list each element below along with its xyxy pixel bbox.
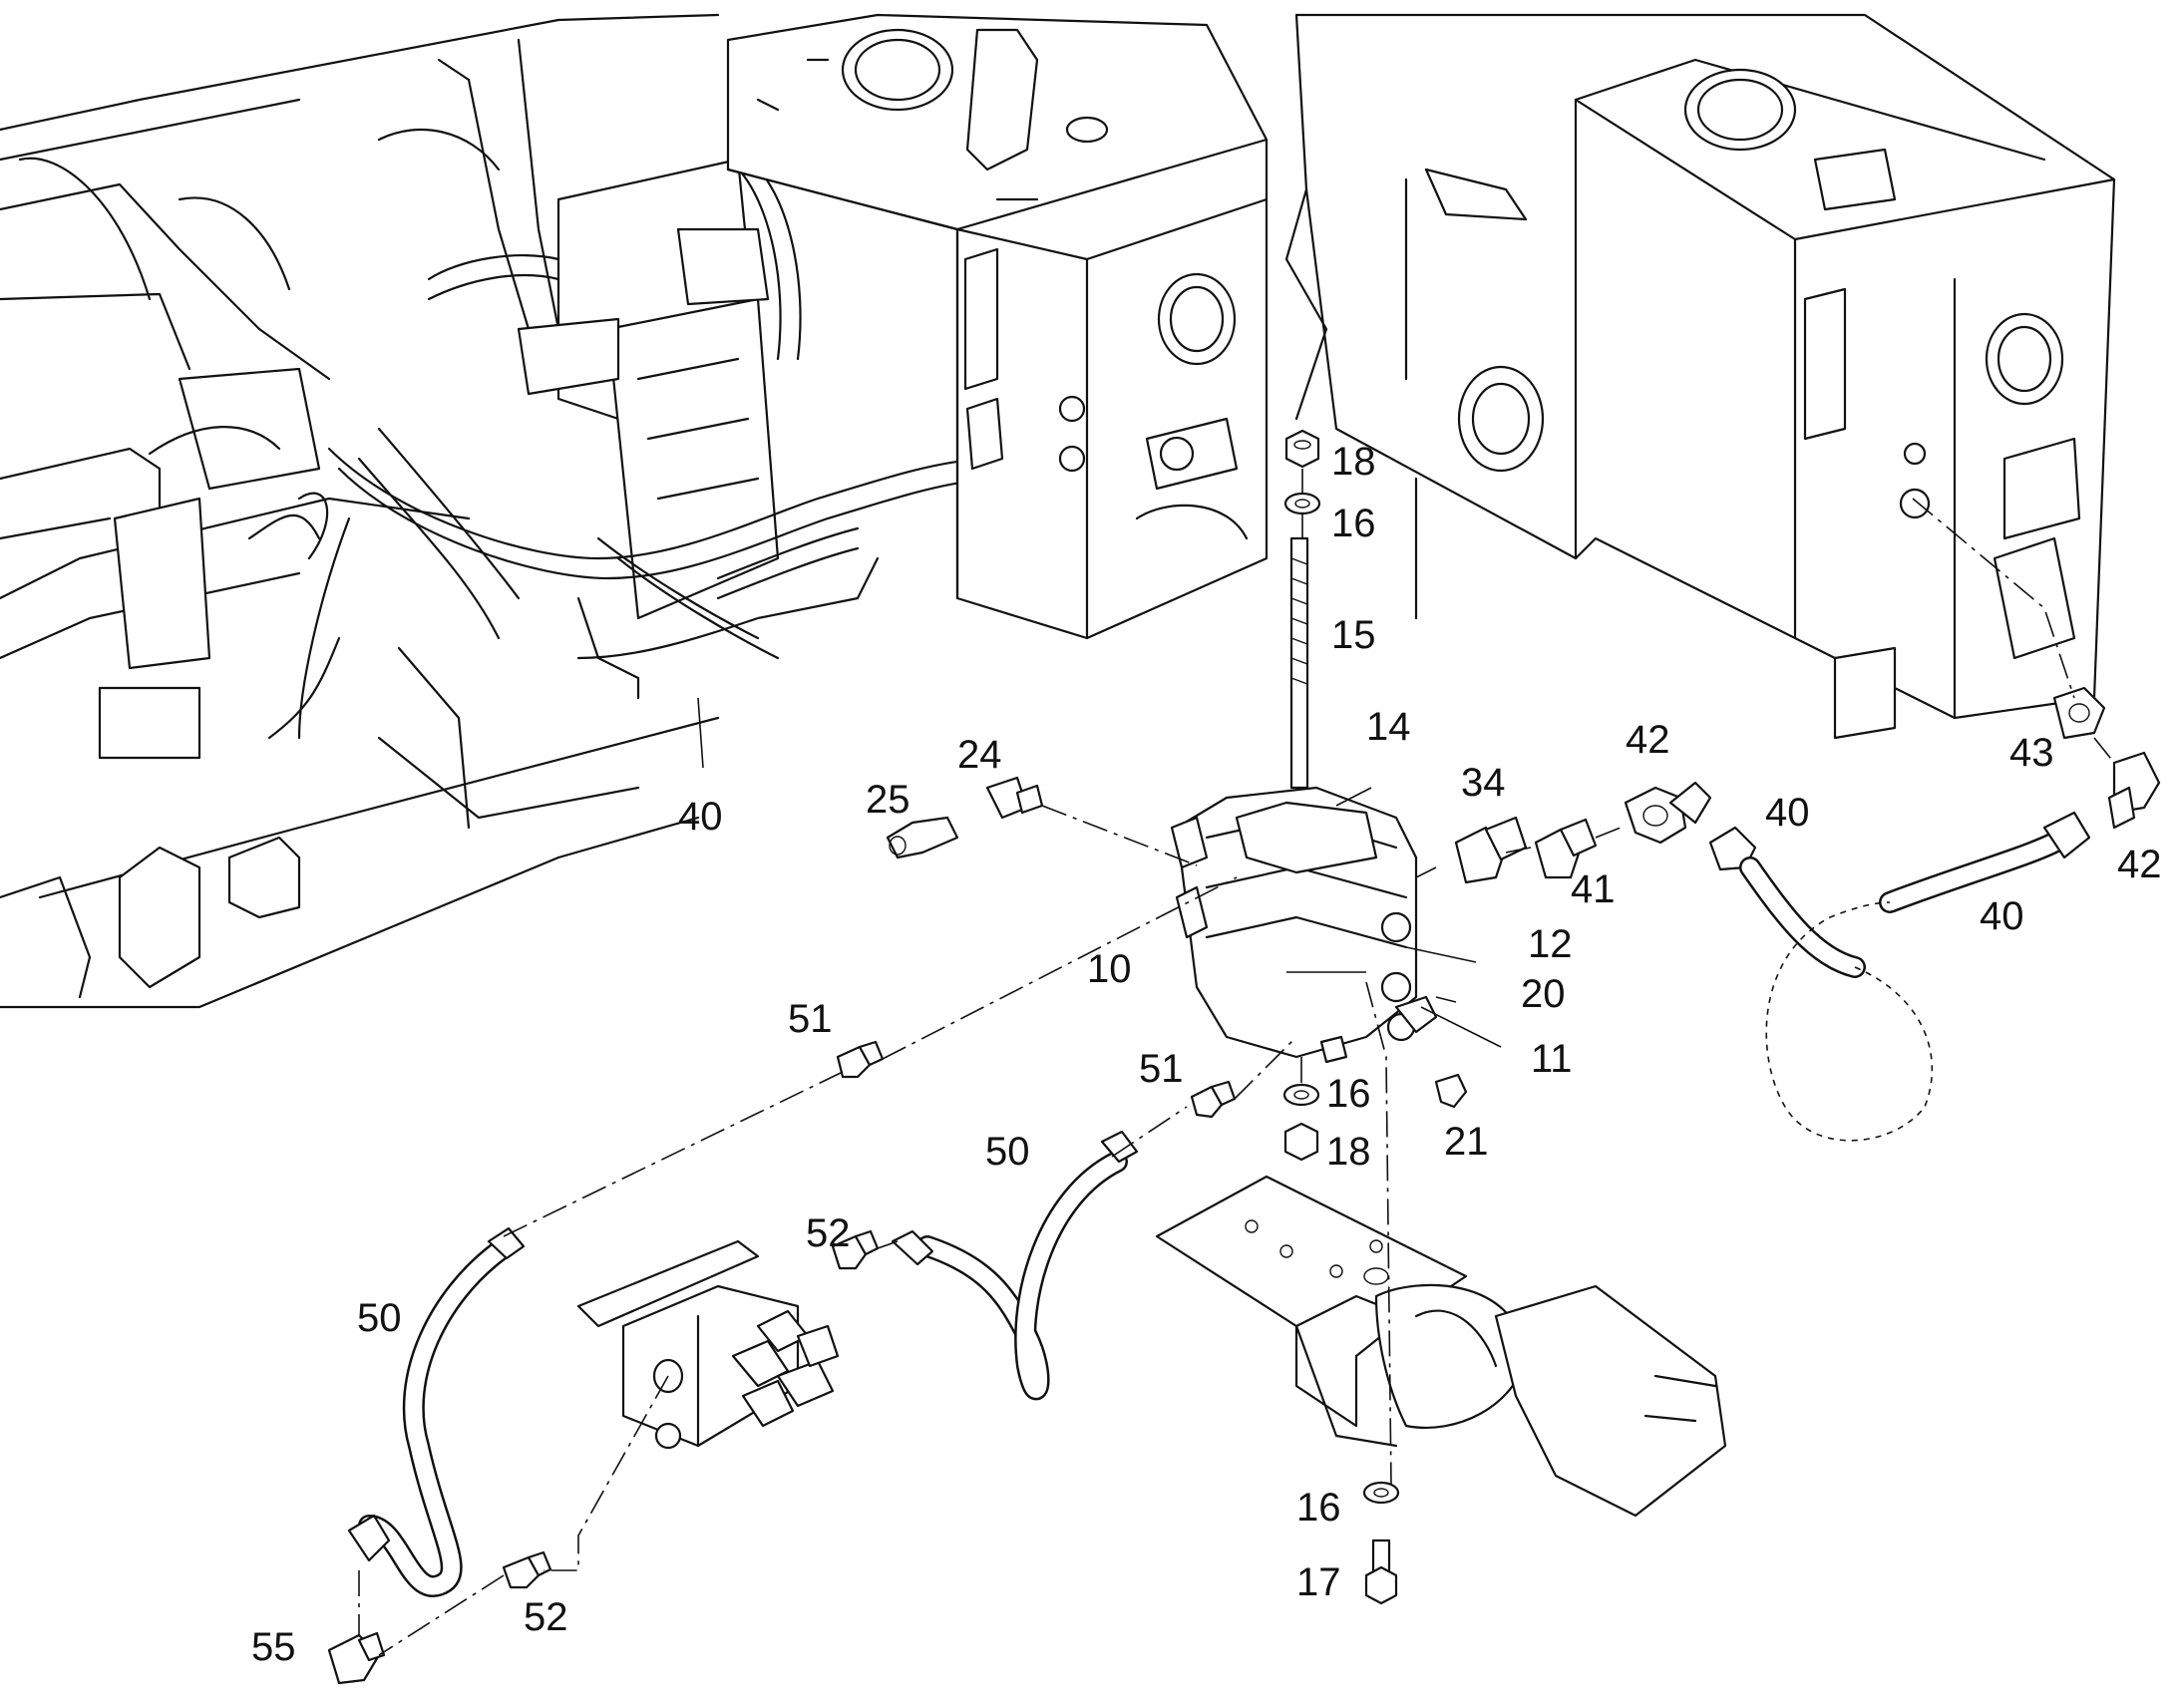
washer-16-bottom <box>1362 1481 1400 1505</box>
fitting-43 <box>2052 686 2106 740</box>
assembly-center-lines <box>358 469 2115 1656</box>
leader-lines <box>697 697 1502 1048</box>
fitting-52-lower <box>502 1550 552 1589</box>
fitting-41 <box>1534 818 1598 879</box>
fitting-51-right <box>1190 1080 1237 1119</box>
callout-11: 11 <box>1531 1037 1573 1081</box>
hose-50-right <box>891 1130 1139 1401</box>
callout-25: 25 <box>866 778 910 822</box>
solenoid-valve-block <box>576 1239 840 1450</box>
bolt-17 <box>1364 1538 1398 1605</box>
control-valve-cluster <box>427 158 880 660</box>
callout-24: 24 <box>957 733 1002 777</box>
callout-16-mid: 16 <box>1326 1072 1371 1116</box>
callout-55: 55 <box>251 1625 296 1669</box>
machine-frame-left <box>0 13 720 1009</box>
fitting-34 <box>1454 816 1528 884</box>
hose-50-left <box>347 1226 526 1597</box>
callout-20: 20 <box>1521 972 1566 1016</box>
callout-50-right: 50 <box>985 1130 1030 1174</box>
nut-18-top <box>1284 429 1320 469</box>
fitting-52-upper <box>831 1229 880 1270</box>
callout-51-left: 51 <box>788 997 833 1041</box>
callout-12: 12 <box>1528 922 1573 966</box>
callout-14: 14 <box>1366 705 1411 749</box>
tee-55 <box>327 1631 386 1685</box>
callout-15: 15 <box>1331 613 1376 657</box>
fitting-21 <box>1434 1073 1468 1109</box>
fitting-24 <box>985 776 1044 820</box>
callout-18-bottom: 18 <box>1326 1130 1371 1174</box>
hydraulic-tank-left <box>726 13 1269 640</box>
mounting-bracket <box>1155 1175 1727 1518</box>
callout-51-right: 51 <box>1139 1047 1184 1091</box>
callout-16-top: 16 <box>1331 502 1376 545</box>
callout-17: 17 <box>1296 1560 1341 1604</box>
hose-40-right <box>1708 811 2091 1142</box>
elbow-42-left <box>1624 781 1712 845</box>
callout-52-upper: 52 <box>806 1211 851 1255</box>
callout-52-lower: 52 <box>524 1595 568 1639</box>
callout-18-top: 18 <box>1331 440 1376 484</box>
washer-16-mid <box>1282 1083 1320 1107</box>
callout-10: 10 <box>1087 947 1132 991</box>
callout-41: 41 <box>1571 867 1616 911</box>
callout-40-right: 40 <box>1765 791 1810 835</box>
callout-21: 21 <box>1444 1120 1489 1164</box>
callout-34: 34 <box>1461 761 1506 805</box>
fitting-25 <box>886 816 959 859</box>
nut-18-bottom <box>1283 1122 1319 1162</box>
callout-42-right: 42 <box>2117 843 2162 886</box>
callout-42-left: 42 <box>1626 718 1670 762</box>
callout-labels: 18 16 15 14 34 42 43 40 40 42 40 24 25 4… <box>251 440 2162 1669</box>
callout-50-left: 50 <box>357 1296 402 1340</box>
callout-40-upper: 40 <box>678 795 723 839</box>
washer-16-top <box>1283 492 1321 515</box>
callout-43: 43 <box>2009 731 2054 775</box>
callout-40-lower: 40 <box>1980 894 2024 938</box>
fitting-51-left <box>836 1040 885 1079</box>
callout-16-bottom: 16 <box>1296 1486 1341 1530</box>
valve-assembly-10 <box>1170 786 1438 1064</box>
stud-15 <box>1289 536 1309 790</box>
hydraulic-tank-right <box>1284 13 2116 740</box>
elbow-42-right <box>2107 751 2161 830</box>
